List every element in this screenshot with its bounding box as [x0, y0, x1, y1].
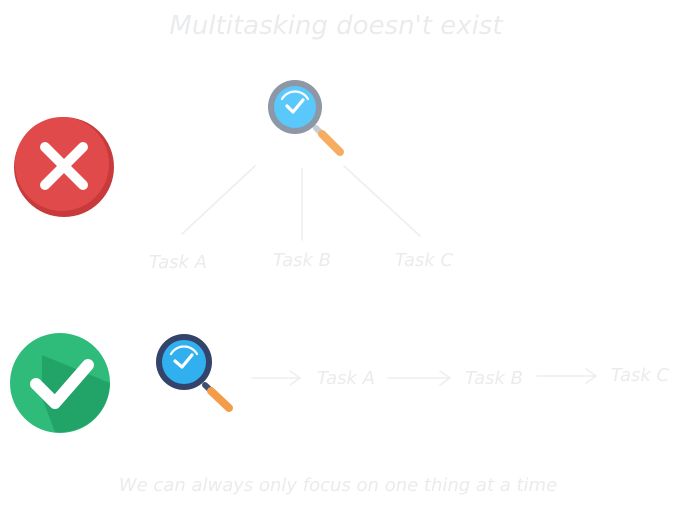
- check-icon: [10, 333, 110, 433]
- footer-caption: We can always only focus on one thing at…: [119, 475, 557, 496]
- right-task-c: Task C: [611, 365, 670, 386]
- arrow-1: [251, 370, 302, 386]
- wrong-task-a: Task A: [149, 252, 207, 273]
- wrong-example: Task A Task B Task C: [14, 80, 454, 273]
- arrow-2: [387, 370, 452, 386]
- right-example: Task A Task B Task C: [10, 333, 670, 433]
- cross-icon: [14, 117, 114, 217]
- right-task-b: Task B: [465, 368, 523, 389]
- right-task-a: Task A: [317, 368, 375, 389]
- branch-line-a: [181, 165, 256, 235]
- magnifier-check-icon: [156, 334, 233, 412]
- branch-line-c: [343, 165, 421, 237]
- magnifier-check-icon: [268, 80, 344, 156]
- wrong-task-b: Task B: [273, 250, 331, 271]
- arrow-3: [536, 368, 598, 384]
- wrong-task-c: Task C: [395, 250, 454, 271]
- page-title: Multitasking doesn't exist: [169, 11, 503, 41]
